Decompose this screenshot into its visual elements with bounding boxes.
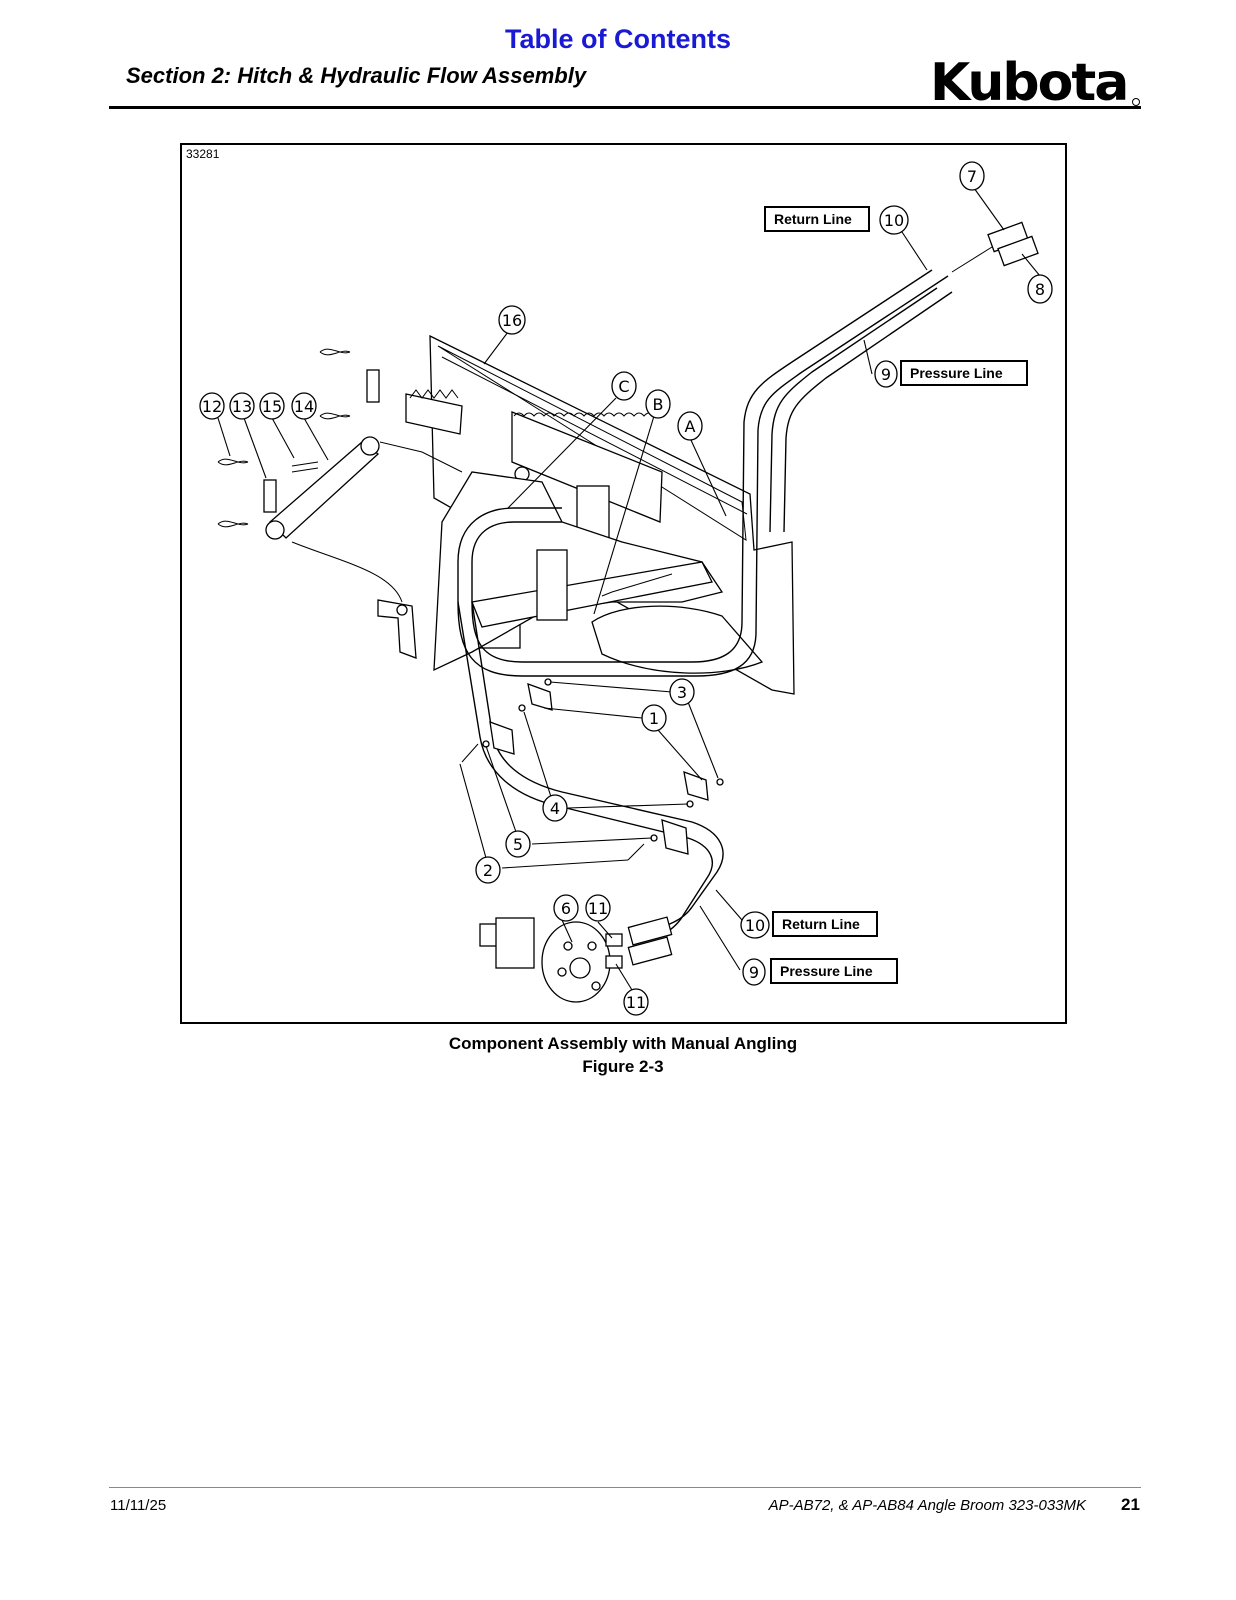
callout-15: 15 <box>259 392 285 420</box>
callout-6: 6 <box>553 894 579 922</box>
svg-text:16: 16 <box>502 311 522 330</box>
angling-frame <box>433 471 764 674</box>
page-number: 21 <box>1121 1495 1140 1514</box>
callout-9-bottom: 9 <box>742 958 766 986</box>
callout-1: 1 <box>641 704 667 732</box>
label-return-line-top: Return Line <box>764 206 870 232</box>
callout-10-bottom: 10 <box>740 911 770 939</box>
callout-11-top: 11 <box>585 894 611 922</box>
svg-text:9: 9 <box>881 365 891 384</box>
callout-5: 5 <box>505 830 531 858</box>
callout-A: A <box>677 411 703 441</box>
leader-lines <box>217 187 1041 991</box>
svg-text:Pressure Line: Pressure Line <box>910 365 1003 381</box>
svg-text:B: B <box>653 395 664 414</box>
figure-caption-title: Component Assembly with Manual Angling <box>448 1034 798 1053</box>
header-rule <box>109 106 1141 109</box>
svg-text:10: 10 <box>884 211 904 230</box>
svg-text:9: 9 <box>749 963 759 982</box>
assembly-drawing: Return Line Pressure Line Return Line Pr… <box>199 161 1053 1016</box>
callout-B: B <box>645 389 671 419</box>
label-return-line-bottom: Return Line <box>772 911 878 937</box>
svg-text:12: 12 <box>202 397 222 416</box>
svg-text:4: 4 <box>550 799 560 818</box>
exploded-assembly-figure: 33281 <box>180 143 1067 1024</box>
callout-8: 8 <box>1027 274 1053 304</box>
callout-14: 14 <box>291 392 317 420</box>
svg-text:3: 3 <box>677 683 687 702</box>
kubota-logo: Kubota <box>930 52 1144 110</box>
figure-id: 33281 <box>186 147 220 161</box>
svg-text:1: 1 <box>649 709 659 728</box>
svg-text:Return Line: Return Line <box>774 211 852 227</box>
callout-10-top: 10 <box>879 205 909 235</box>
callout-3: 3 <box>669 678 695 706</box>
callout-16: 16 <box>498 305 526 335</box>
callout-C: C <box>611 371 637 401</box>
svg-text:A: A <box>685 417 696 436</box>
svg-text:6: 6 <box>561 899 571 918</box>
callout-12: 12 <box>199 392 225 420</box>
svg-text:14: 14 <box>294 397 314 416</box>
svg-text:15: 15 <box>262 397 282 416</box>
table-of-contents-link[interactable]: Table of Contents <box>505 24 731 54</box>
label-pressure-line-top: Pressure Line <box>900 360 1028 386</box>
hydraulic-motor <box>479 916 673 1003</box>
callout-11-bottom: 11 <box>623 988 649 1016</box>
svg-text:11: 11 <box>626 993 646 1012</box>
svg-text:11: 11 <box>588 899 608 918</box>
figure-caption-number: Figure 2-3 <box>582 1057 664 1076</box>
svg-text:Return Line: Return Line <box>782 916 860 932</box>
callout-4: 4 <box>542 794 568 822</box>
footer-rule <box>109 1487 1141 1488</box>
svg-text:Kubota: Kubota <box>930 53 1127 110</box>
svg-text:13: 13 <box>232 397 252 416</box>
svg-text:C: C <box>618 377 629 396</box>
callout-7: 7 <box>959 161 985 191</box>
callout-9-top: 9 <box>874 360 898 388</box>
footer-document-title: AP-AB72, & AP-AB84 Angle Broom 323-033MK <box>768 1497 1086 1514</box>
svg-text:2: 2 <box>483 861 493 880</box>
svg-text:7: 7 <box>967 167 977 186</box>
hose-brackets <box>461 678 724 861</box>
label-pressure-line-bottom: Pressure Line <box>770 958 898 984</box>
svg-text:10: 10 <box>745 916 765 935</box>
couplers <box>951 221 1039 273</box>
callout-2: 2 <box>475 856 501 884</box>
svg-text:Pressure Line: Pressure Line <box>780 963 873 979</box>
svg-text:8: 8 <box>1035 280 1045 299</box>
hitch-link <box>217 348 463 659</box>
callout-13: 13 <box>229 392 255 420</box>
svg-text:5: 5 <box>513 835 523 854</box>
section-title: Section 2: Hitch & Hydraulic Flow Assemb… <box>126 63 587 88</box>
footer-date: 11/11/25 <box>110 1497 167 1514</box>
